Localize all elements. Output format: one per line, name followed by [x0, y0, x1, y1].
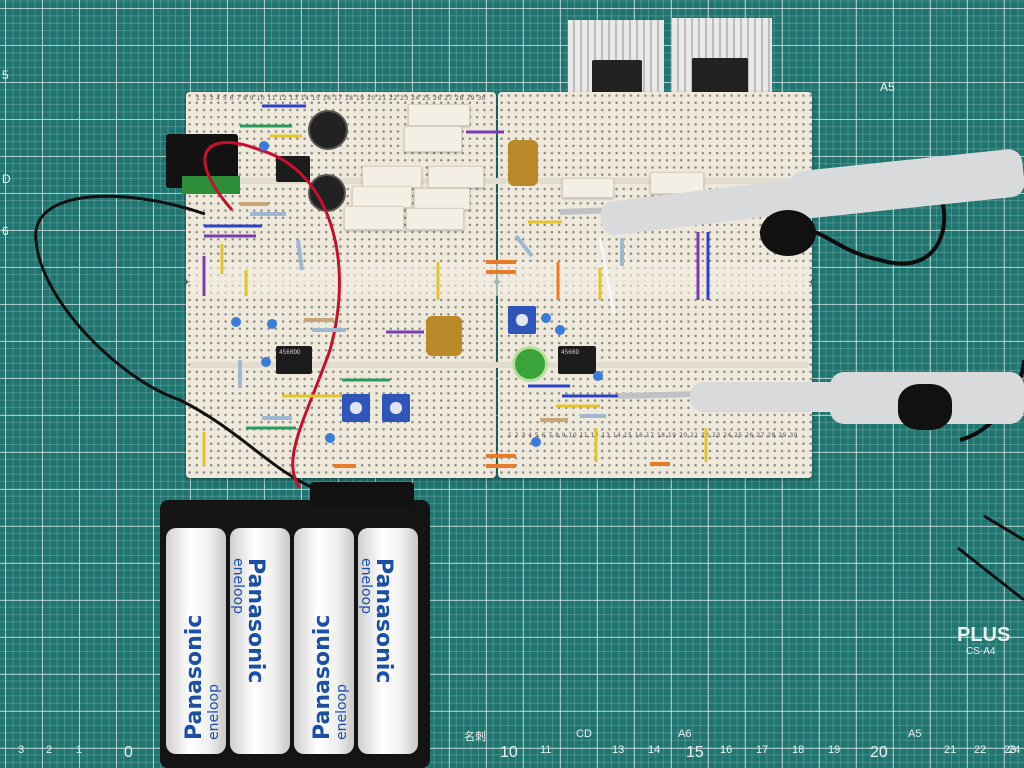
film-capacitor: [344, 206, 404, 230]
resistors: [238, 202, 624, 422]
mat-label-left-5: 5: [2, 68, 9, 82]
trimmer-potentiometer: [382, 394, 410, 422]
trimmer-potentiometer: [508, 306, 536, 334]
rotary-potentiometer: [508, 140, 538, 186]
battery-cell: Panasonic eneloop: [294, 528, 354, 754]
mat-scale-number: CD: [576, 728, 592, 740]
mat-scale-number: 16: [720, 744, 733, 756]
mat-scale-number: 20: [870, 744, 888, 761]
breadboard-rail: [190, 262, 808, 296]
mat-scale-number: 17: [756, 744, 769, 756]
row-numbers-top: 1 2 3 4 5 6 7 8 9 10 11 12 13 14 15 16 1…: [196, 95, 486, 102]
power-transistor-right: [692, 58, 748, 98]
breadboard-bottom-right: [498, 282, 812, 478]
black-power-wire: [34, 194, 319, 492]
op-amp-chip: 4560D: [558, 346, 596, 374]
probe-ground-clip-bottom: [898, 384, 952, 430]
op-amp-label: 4560D: [561, 349, 580, 356]
breadboard-bottom-left: [186, 282, 496, 478]
mat-scale-number: 1: [76, 744, 83, 756]
battery-snap-connector: [310, 482, 414, 506]
green-electrolytic-capacitor: [512, 346, 548, 382]
battery-brand: Panasonic: [182, 614, 207, 740]
mat-scale-number: 21: [944, 744, 957, 756]
op-amp-chip: 4560DD: [276, 346, 312, 374]
mat-label-a5-right: A5: [880, 80, 895, 94]
mat-scale-number: 18: [792, 744, 805, 756]
mat-scale-number: 23: [1004, 744, 1017, 756]
row-numbers-bottom: 1 2 3 4 5 6 7 8 9 10 11 12 13 14 15 16 1…: [508, 432, 798, 439]
mat-scale-number: 22: [974, 744, 987, 756]
trimmer-potentiometer: [342, 394, 370, 422]
breadboard-center-channel-bottom: [190, 362, 808, 368]
breadboard-center-channel-top: [190, 178, 808, 184]
op-amp-label: 4560DD: [279, 349, 301, 356]
film-capacitor: [408, 104, 470, 126]
jumper-wires: [202, 104, 710, 468]
battery-label: eneloop Panasonic: [230, 528, 290, 754]
mat-scale-number: 3: [18, 744, 25, 756]
mat-scale-number: 11: [540, 744, 552, 756]
battery-product: eneloop: [334, 683, 350, 740]
mat-brand: PLUS: [957, 624, 1011, 646]
red-power-wire: [203, 141, 341, 489]
film-capacitor: [562, 178, 614, 198]
battery-brand: Panasonic: [310, 614, 335, 740]
rotary-potentiometer: [426, 316, 462, 356]
battery-cell: eneloop Panasonic: [358, 528, 418, 754]
mat-scale-number: 0: [124, 744, 133, 761]
dc-jack-pcb: [182, 176, 240, 194]
battery-cell: Panasonic eneloop: [166, 528, 226, 754]
mat-scale-number: A6: [678, 728, 692, 740]
electrolytic-capacitor: [308, 110, 348, 150]
probe-ground-clip-top: [760, 210, 816, 256]
film-capacitor: [404, 126, 462, 152]
battery-label: Panasonic eneloop: [166, 528, 226, 754]
battery-brand: Panasonic: [371, 558, 396, 684]
mat-scale-number: 10: [500, 744, 518, 761]
mat-scale-number: 19: [828, 744, 841, 756]
ceramic-caps: [231, 141, 603, 447]
mat-label-left-d: D: [2, 172, 11, 186]
mat-scale-number: 13: [612, 744, 625, 756]
battery-label: Panasonic eneloop: [294, 528, 354, 754]
battery-cell: eneloop Panasonic: [230, 528, 290, 754]
mat-scale-number: 名刺: [464, 731, 486, 743]
mat-model: CS-A4: [966, 646, 996, 657]
mat-scale-number: 14: [648, 744, 661, 756]
battery-label: eneloop Panasonic: [358, 528, 418, 754]
mat-label-left-6: 6: [2, 224, 9, 238]
film-capacitor: [406, 208, 464, 230]
film-capacitor: [428, 166, 484, 188]
mat-scale-number: 24: [1008, 744, 1021, 756]
mat-scale-number: 15: [686, 744, 704, 761]
mat-scale-number: 2: [46, 744, 53, 756]
battery-brand: Panasonic: [243, 558, 268, 684]
battery-product: eneloop: [206, 683, 222, 740]
mat-scale-number: A5: [908, 728, 922, 740]
